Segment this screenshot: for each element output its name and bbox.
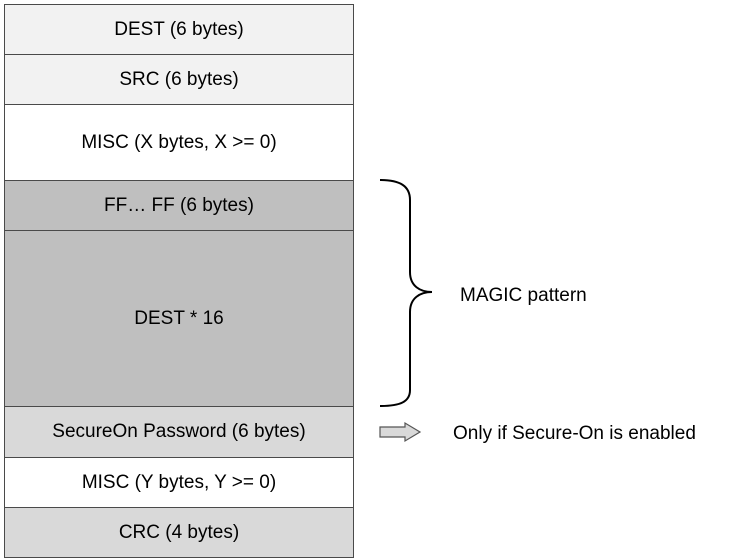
magic-pattern-label: MAGIC pattern xyxy=(460,285,587,306)
frame-structure: DEST (6 bytes) SRC (6 bytes) MISC (X byt… xyxy=(4,4,354,558)
field-crc: CRC (4 bytes) xyxy=(5,508,353,557)
field-misc-y: MISC (Y bytes, Y >= 0) xyxy=(5,458,353,508)
field-dest: DEST (6 bytes) xyxy=(5,5,353,55)
secure-on-note: Only if Secure-On is enabled xyxy=(453,423,696,444)
right-arrow-icon xyxy=(379,421,422,443)
field-src: SRC (6 bytes) xyxy=(5,55,353,105)
field-ff-sync: FF… FF (6 bytes) xyxy=(5,181,353,231)
field-secureon-password: SecureOn Password (6 bytes) xyxy=(5,407,353,458)
field-dest-repeated: DEST * 16 xyxy=(5,231,353,407)
curly-brace-icon xyxy=(379,179,433,407)
field-misc-x: MISC (X bytes, X >= 0) xyxy=(5,105,353,181)
